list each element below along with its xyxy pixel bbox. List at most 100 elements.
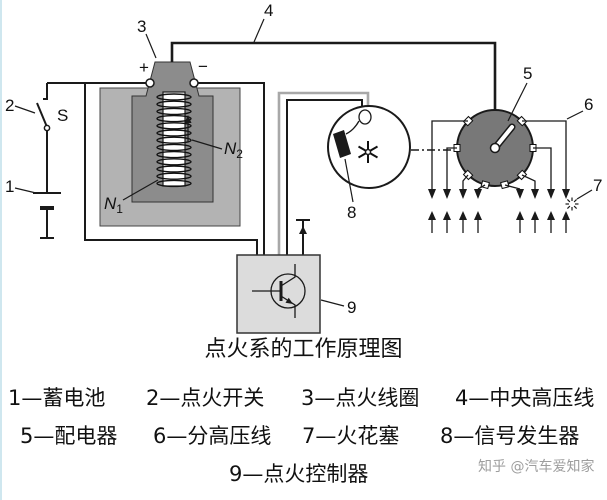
branch-hv-wire	[446, 147, 457, 189]
hv-terminal-arrow	[547, 189, 555, 199]
spark-ray	[573, 198, 578, 203]
branch-hv-wire	[431, 120, 468, 189]
trigger-rotor-hub	[364, 148, 372, 156]
page-edge	[0, 0, 2, 500]
legend-item: 6—分高压线	[153, 424, 272, 448]
signal-generator	[327, 105, 411, 189]
legend-item: 9—点火控制器	[229, 462, 369, 486]
branch-hv-wire	[533, 147, 552, 189]
wire-signal-gray	[277, 91, 370, 255]
legend-item: 4—中央高压线	[455, 386, 595, 410]
wire-power-to-controller	[84, 83, 258, 255]
coil-plus-label: +	[139, 58, 149, 77]
coil-winding-turn	[156, 150, 192, 159]
hv-terminal-arrow	[443, 189, 451, 199]
controller-box	[236, 254, 321, 334]
callout-branch-hv-wire: 6	[584, 95, 593, 114]
transistor-collector	[280, 264, 296, 287]
label-n1-subscript: 1	[116, 202, 123, 216]
label-n2: N2	[224, 139, 243, 161]
switch-label: S	[57, 106, 68, 125]
hv-terminal-arrow	[562, 189, 570, 199]
callout-spark-plug: 7	[593, 176, 602, 195]
distributor-terminal	[500, 180, 510, 190]
hv-terminal-arrow	[474, 189, 482, 199]
distributor-terminal	[516, 115, 528, 127]
distributor-terminal	[480, 180, 490, 190]
figure-title: 点火系的工作原理图	[204, 337, 403, 362]
terminal-arrow-icon	[299, 226, 307, 234]
coil-winding-turn	[156, 179, 192, 188]
hv-terminal-arrow	[516, 189, 524, 199]
spark-ray	[566, 205, 571, 210]
label-n1-symbol: N	[104, 194, 117, 213]
leader-7	[576, 189, 593, 200]
coil-winding-turn	[156, 172, 192, 180]
ignition-coil	[99, 61, 241, 227]
leader-6	[566, 110, 584, 120]
transistor-emitter	[280, 295, 296, 318]
spark-icon	[565, 197, 579, 211]
leader-2	[14, 105, 36, 114]
branch-hv-wire	[504, 184, 521, 190]
coil-winding-turn	[156, 136, 192, 144]
leader-n2	[191, 139, 223, 150]
hv-terminal-arrow	[459, 189, 467, 199]
spark-plug-electrode	[443, 211, 451, 220]
coil-winding-turn	[156, 100, 192, 108]
wire-central-high-voltage	[170, 41, 497, 110]
leader-4	[253, 18, 265, 43]
coil-terminal-negative	[189, 78, 199, 88]
hv-terminal-arrow	[531, 189, 539, 199]
spark-plugs	[428, 189, 570, 233]
spark-ray	[566, 198, 571, 203]
coil-winding-turn	[156, 114, 192, 123]
legend-item: 1—蓄电池	[8, 386, 106, 410]
controller-test-terminal	[296, 219, 310, 255]
coil-winding-turn	[156, 122, 192, 130]
leader-3	[145, 33, 157, 59]
transistor-symbol	[252, 264, 306, 318]
label-n2-subscript: 2	[236, 147, 243, 161]
coil-terminal-positive	[145, 78, 155, 88]
watermark: 知乎 @汽车爱知家	[478, 459, 595, 475]
coil-winding-turn	[156, 93, 192, 101]
label-n1: N1	[104, 194, 123, 216]
ignition-controller	[236, 254, 321, 334]
secondary-arrow-head	[184, 115, 192, 123]
spark-plug-electrode	[474, 211, 482, 220]
label-n2-symbol: N	[224, 139, 237, 158]
coil-minus-label: −	[198, 57, 208, 76]
callout-battery: 1	[5, 177, 14, 196]
legend-item: 8—信号发生器	[440, 424, 580, 448]
branch-hv-wire	[477, 184, 486, 190]
branch-hv-wire	[462, 174, 469, 189]
hv-terminal-arrow	[428, 189, 436, 199]
ignition-system-diagram: 1 2 S 3 4 5 6 7 8 9 + − N2 N1	[5, 1, 602, 334]
distributor	[453, 109, 537, 190]
callout-ignition-switch: 2	[5, 96, 14, 115]
battery	[33, 131, 61, 239]
switch-fixed-contact	[43, 83, 48, 100]
leader-1	[14, 187, 37, 194]
branch-hv-wire	[522, 120, 567, 189]
leader-n1	[122, 179, 159, 201]
wire-coil-negative-to-controller	[198, 82, 265, 255]
spark-plug-electrode	[459, 211, 467, 220]
coil-winding-turn	[156, 165, 192, 173]
leader-9	[320, 299, 345, 307]
leader-8	[344, 158, 354, 203]
pickup-coil-core	[345, 120, 360, 135]
legend-item: 2—点火开关	[146, 386, 265, 410]
leader-lines	[14, 18, 593, 307]
ignition-switch	[36, 83, 51, 132]
permanent-magnet	[333, 130, 351, 158]
coil-winding-turn	[156, 107, 192, 116]
coil-windings	[156, 93, 192, 188]
coil-winding-turn	[156, 129, 192, 137]
rotor-center	[489, 142, 501, 154]
spark-plug-electrode	[428, 211, 436, 220]
coil-winding-turn	[156, 143, 192, 152]
spark-plug-electrode	[547, 211, 555, 220]
